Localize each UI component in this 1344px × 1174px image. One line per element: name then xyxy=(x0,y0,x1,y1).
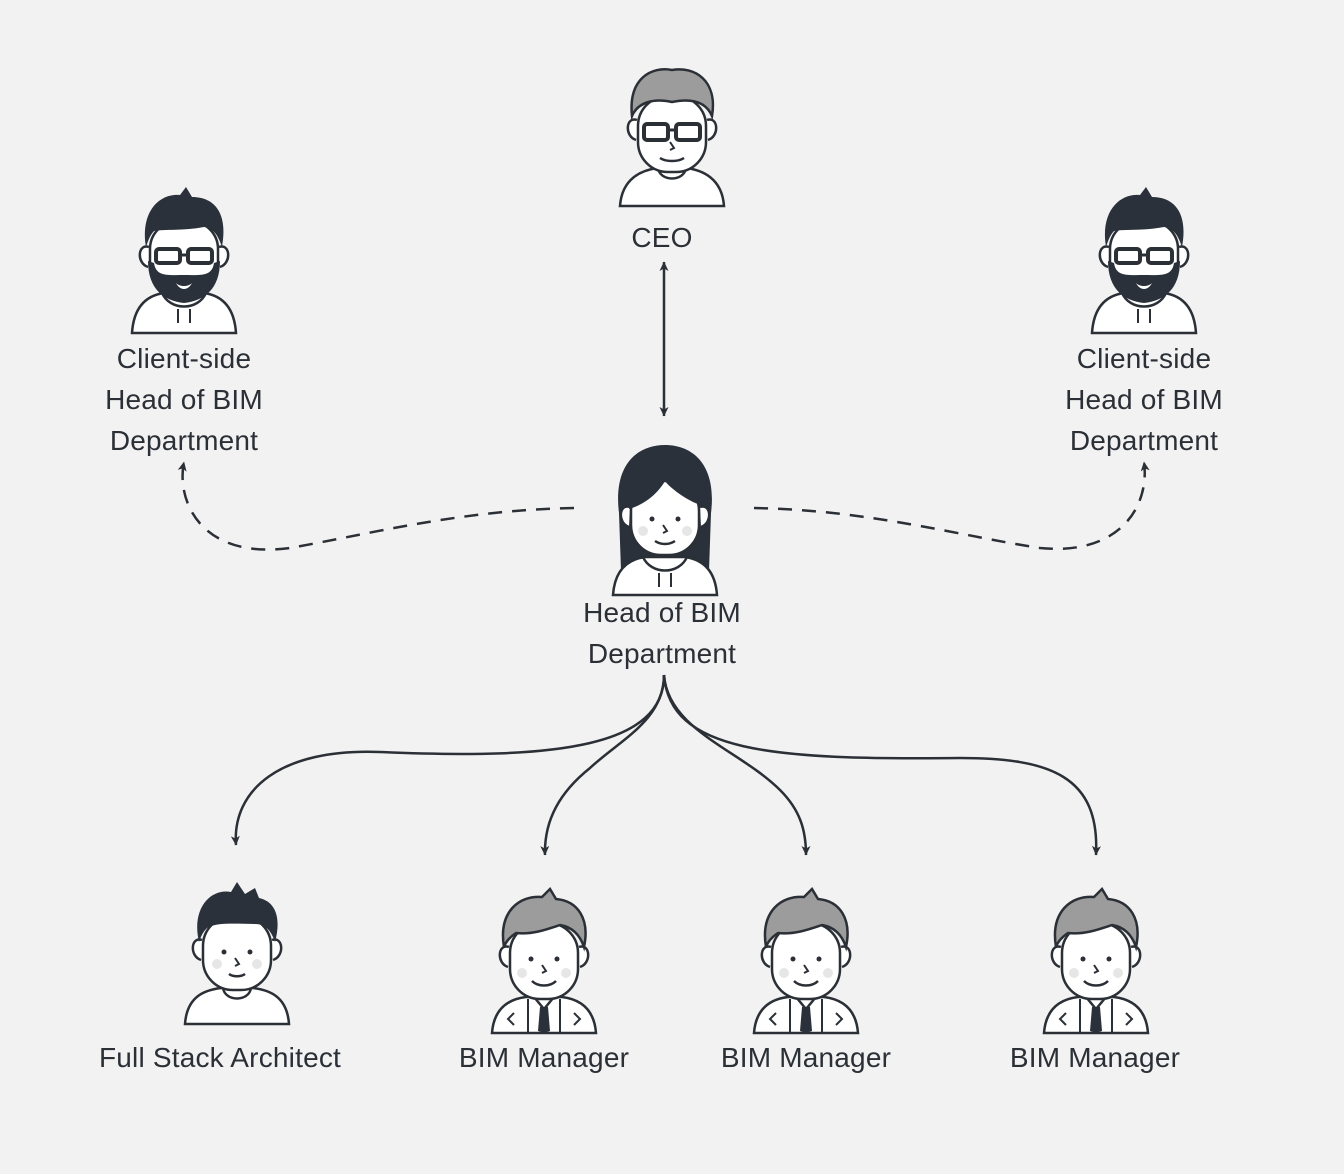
client-left-label: Client-side Head of BIM Department xyxy=(84,338,284,461)
manager-3-avatar-icon xyxy=(1044,889,1148,1033)
manager-2-label-line: BIM Manager xyxy=(720,1042,892,1073)
manager-3-label: BIM Manager xyxy=(985,1037,1205,1078)
architect-label-line: Full Stack Architect xyxy=(98,1042,342,1073)
client-right-label: Client-side Head of BIM Department xyxy=(1044,338,1244,461)
architect-avatar-icon xyxy=(185,882,289,1024)
head-label-line-1: Head of BIM xyxy=(583,597,741,628)
edge-head-client-right xyxy=(753,461,1150,551)
ceo-label-line: CEO xyxy=(631,222,693,253)
manager-1-label: BIM Manager xyxy=(434,1037,654,1078)
edge-head-architect xyxy=(230,674,666,846)
client-right-label-line-3: Department xyxy=(1069,425,1219,456)
client-left-label-line-2: Head of BIM xyxy=(105,384,263,415)
manager-3-label-line: BIM Manager xyxy=(1009,1042,1181,1073)
manager-2-avatar-icon xyxy=(754,889,858,1033)
manager-2-label: BIM Manager xyxy=(696,1037,916,1078)
edge-head-manager-1 xyxy=(540,674,666,856)
client-right-label-line-2: Head of BIM xyxy=(1065,384,1223,415)
edge-head-manager-3 xyxy=(662,674,1101,856)
manager-1-avatar-icon xyxy=(492,889,596,1033)
ceo-label: CEO xyxy=(600,217,724,258)
client-left-label-line-3: Department xyxy=(109,425,259,456)
manager-1-label-line: BIM Manager xyxy=(458,1042,630,1073)
head-avatar-icon xyxy=(613,445,717,595)
client-right-avatar-icon xyxy=(1092,187,1196,333)
edge-head-manager-2 xyxy=(662,674,811,856)
client-left-label-line-1: Client-side xyxy=(116,343,252,374)
edge-head-client-left xyxy=(177,461,575,551)
architect-label: Full Stack Architect xyxy=(70,1037,370,1078)
client-left-avatar-icon xyxy=(132,187,236,333)
head-label-line-2: Department xyxy=(587,638,737,669)
client-right-label-line-1: Client-side xyxy=(1076,343,1212,374)
head-label: Head of BIM Department xyxy=(562,592,762,674)
ceo-avatar-icon xyxy=(620,69,724,206)
